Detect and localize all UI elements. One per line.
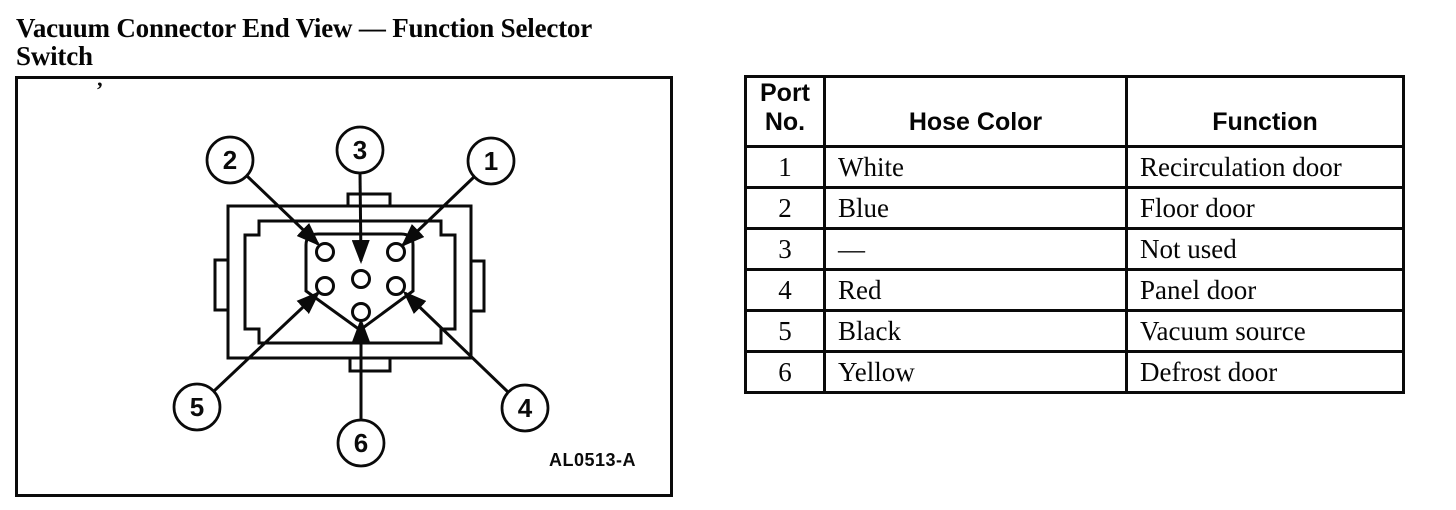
arrow-port-5 [212,290,321,393]
pin-hole-port-2 [315,242,335,262]
ports-table-container: Port No. Hose Color Function 1 White Rec… [744,75,1405,394]
page-title: Vacuum Connector End View — Function Sel… [16,13,593,71]
arrow-port-1 [400,175,476,248]
table-row-port-3: 3 — Not used [744,227,1405,271]
callout-balloon-2 [205,135,255,185]
hose-color-cell: — [823,227,1128,271]
connector-end-view-panel: ’ [15,76,673,497]
arrow-port-2 [245,174,321,247]
callout-number-3: 3 [353,135,367,165]
port-no-cell: 4 [744,268,826,312]
table-row-port-1: 1 White Recirculation door [744,145,1405,189]
callout-number-1: 1 [484,146,498,176]
callout-number-2: 2 [223,145,237,175]
figure-id-label: AL0513-A [549,450,636,470]
arrow-port-4 [402,290,510,394]
port-no-cell: 1 [744,145,826,189]
table-row-port-5: 5 Black Vacuum source [744,309,1405,353]
pin-hole-port-6 [351,302,371,322]
table-row-port-6: 6 Yellow Defrost door [744,350,1405,394]
arrow-port-3 [351,172,370,264]
hose-color-cell: White [823,145,1128,189]
hose-color-cell: Black [823,309,1128,353]
port-no-cell: 3 [744,227,826,271]
callout-balloon-4 [500,383,550,433]
connector-diagram: ’ [96,77,636,470]
table-row-port-2: 2 Blue Floor door [744,186,1405,230]
function-cell: Defrost door [1125,350,1405,394]
pin-hole-port-5 [315,276,335,296]
function-cell: Not used [1125,227,1405,271]
hose-color-cell: Blue [823,186,1128,230]
callout-balloon-1 [466,136,516,186]
col-header-port-no: Port No. [744,75,826,148]
callout-balloon-6 [336,418,386,468]
table-header-row: Port No. Hose Color Function [744,75,1405,148]
pin-hole-port-1 [386,242,406,262]
connector-right-tab [469,259,486,313]
hose-color-cell: Yellow [823,350,1128,394]
port-no-cell: 2 [744,186,826,230]
table-row-port-4: 4 Red Panel door [744,268,1405,312]
col-header-hose-color: Hose Color [823,75,1128,148]
callout-balloon-5 [172,382,222,432]
connector-bottom-tab [348,356,392,373]
callout-number-5: 5 [190,392,204,422]
function-cell: Floor door [1125,186,1405,230]
scan-speck: ’ [96,79,103,102]
connector-inner-wall [243,219,457,345]
ports-table: Port No. Hose Color Function 1 White Rec… [744,75,1405,394]
connector-top-tab [346,192,392,208]
port-no-cell: 6 [744,350,826,394]
hose-color-cell: Red [823,268,1128,312]
col-header-function: Function [1125,75,1405,148]
callout-number-4: 4 [518,393,533,423]
pin-hole-port-3 [351,269,371,289]
function-cell: Recirculation door [1125,145,1405,189]
pin-hole-port-4 [386,276,406,296]
function-cell: Panel door [1125,268,1405,312]
port-no-cell: 5 [744,309,826,353]
connector-body-outline [226,204,473,360]
connector-left-tab [213,258,230,312]
callout-number-6: 6 [354,428,368,458]
callout-balloon-3 [335,125,385,175]
function-cell: Vacuum source [1125,309,1405,353]
